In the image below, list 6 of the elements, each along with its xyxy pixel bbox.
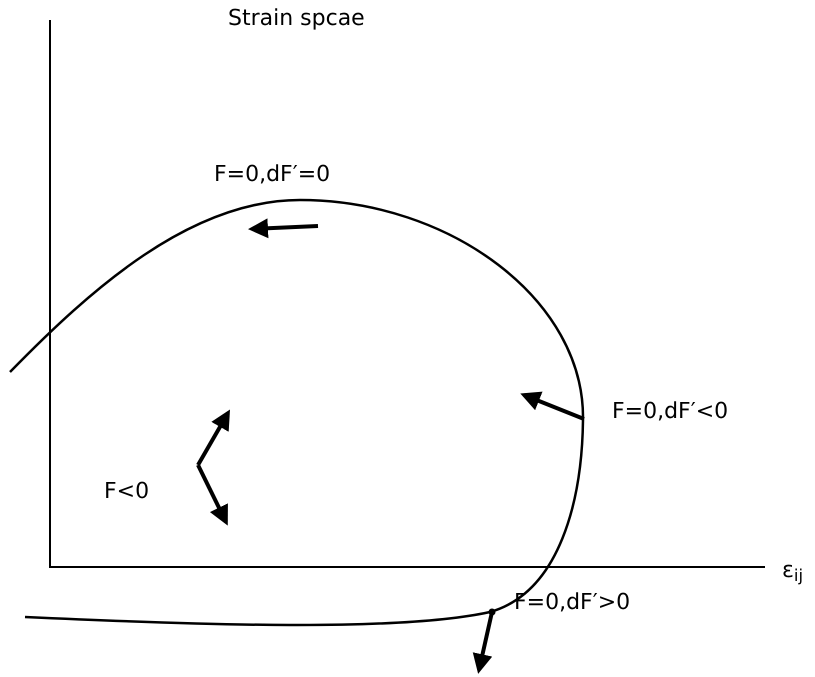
condition-label: ε$_{ij}$ — [782, 560, 804, 582]
diagram-title: Strain spcae — [228, 8, 365, 30]
condition-label: F=0,dF′>0 — [514, 592, 630, 614]
condition-label: F<0 — [104, 481, 150, 503]
condition-label: F=0,dF′=0 — [214, 164, 330, 186]
condition-label: F=0,dF′<0 — [612, 401, 728, 423]
